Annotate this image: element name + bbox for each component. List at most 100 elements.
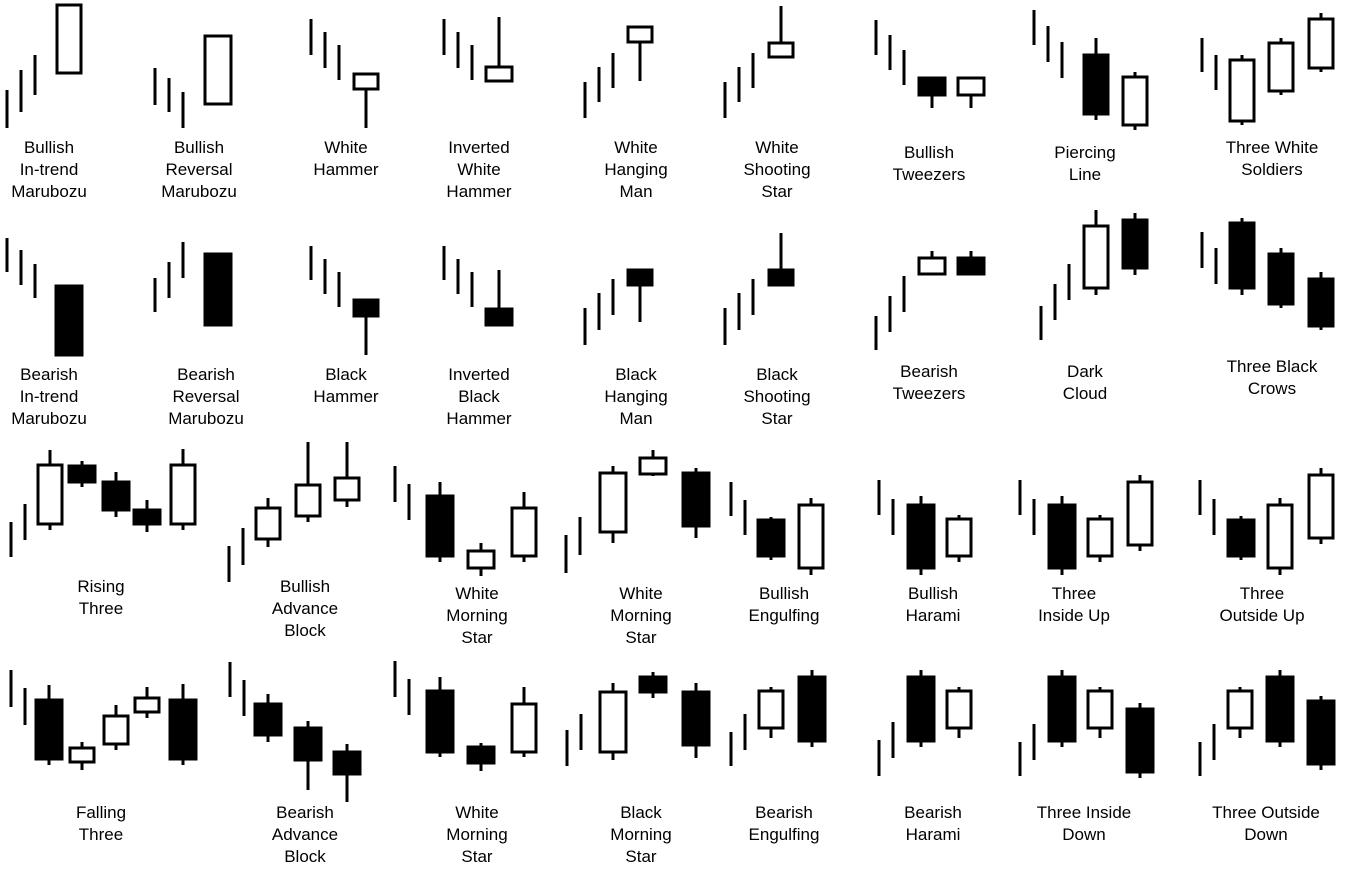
pattern-label-line: Black	[620, 803, 662, 822]
white-candle	[1082, 210, 1110, 295]
white-candle	[1228, 55, 1256, 125]
candle-body	[203, 34, 233, 106]
pattern-dark-cloud	[1039, 210, 1149, 340]
pattern-label-line: White	[455, 584, 499, 603]
black-candle	[956, 251, 986, 276]
candle-body	[797, 675, 827, 743]
pattern-label-line: Shooting	[743, 387, 811, 406]
pattern-label-line: Crows	[1247, 379, 1297, 398]
black-candle	[1047, 670, 1077, 747]
pattern-label-line: Dark	[1067, 362, 1103, 381]
white-candle	[55, 3, 83, 75]
pattern-label-line: Marubozu	[168, 409, 244, 428]
black-candle	[681, 683, 711, 758]
candle-body	[756, 518, 786, 558]
pattern-label-line: Black	[615, 365, 657, 384]
pattern-label-line: White	[457, 160, 501, 179]
pattern-label-line: Inverted	[448, 365, 510, 384]
pattern-white-hammer	[309, 19, 380, 128]
white-candle	[352, 72, 380, 128]
black-candle	[1228, 218, 1256, 295]
candle-body	[352, 72, 380, 91]
pattern-label-line: Bearish	[900, 362, 958, 381]
white-candle	[1086, 515, 1114, 562]
white-candle	[68, 742, 96, 770]
pattern-piercing-line	[1032, 10, 1149, 130]
white-candle	[945, 515, 973, 562]
candle-body	[1266, 503, 1294, 570]
pattern-label-line: Hammer	[446, 182, 512, 201]
candle-body	[1307, 473, 1335, 540]
pattern-label-line: In-trend	[19, 387, 79, 406]
pattern-three-black-crows	[1200, 218, 1335, 330]
white-candle	[598, 683, 628, 760]
pattern-label-line: White	[619, 584, 663, 603]
pattern-bullish-tweezers	[874, 20, 986, 108]
candle-body	[203, 252, 233, 327]
black-candle	[425, 677, 455, 757]
pattern-label-line: White	[755, 138, 799, 157]
candle-body	[945, 517, 973, 558]
pattern-white-shooting-star	[723, 6, 795, 118]
pattern-inverted-white-hammer	[442, 17, 514, 83]
pattern-label-line: Bullish	[173, 138, 225, 157]
candle-body	[1265, 675, 1295, 743]
candle-body	[598, 690, 628, 754]
pattern-label-line: Block	[284, 621, 326, 640]
pattern-label-line: Falling	[75, 803, 127, 822]
candle-body	[1047, 675, 1077, 743]
candle-body	[102, 714, 130, 746]
black-candle	[1306, 696, 1336, 770]
white-candle	[1267, 38, 1295, 95]
pattern-white-hanging-man	[583, 25, 654, 118]
black-candle	[1265, 670, 1295, 747]
black-candle	[203, 252, 233, 327]
pattern-black-shooting-star	[723, 233, 795, 345]
pattern-label-line: Three	[78, 599, 124, 618]
pattern-label-line: Bullish	[279, 577, 331, 596]
white-candle	[294, 442, 322, 522]
black-candle	[332, 744, 362, 802]
pattern-bearish-advance-block	[228, 662, 362, 802]
candle-body	[67, 464, 97, 484]
white-candle	[956, 76, 986, 108]
pattern-label-line: Marubozu	[11, 409, 87, 428]
black-candle	[352, 298, 380, 355]
pattern-label-line: Star	[461, 847, 493, 866]
candle-body	[1121, 75, 1149, 127]
pattern-bearish-reversal-marubozu	[153, 242, 233, 327]
candle-body	[333, 476, 361, 502]
candle-body	[484, 307, 514, 327]
candle-body	[638, 456, 668, 476]
pattern-label-line: Harami	[905, 606, 961, 625]
pattern-label-line: Three Outside	[1212, 803, 1320, 822]
pattern-label-line: Star	[625, 847, 657, 866]
white-candle	[1226, 687, 1254, 738]
candle-body	[1126, 480, 1154, 547]
black-candle	[67, 461, 97, 487]
pattern-label-line: Star	[761, 182, 793, 201]
black-candle	[132, 500, 162, 532]
white-candle	[1126, 475, 1154, 551]
pattern-label-line: White	[455, 803, 499, 822]
candle-body	[352, 298, 380, 318]
pattern-label-line: Bearish	[276, 803, 334, 822]
black-candle	[906, 670, 936, 747]
candle-body	[132, 508, 162, 526]
candle-body	[906, 675, 936, 743]
pattern-three-inside-up	[1018, 475, 1154, 575]
candle-body	[917, 256, 947, 276]
candle-body	[1267, 252, 1295, 306]
